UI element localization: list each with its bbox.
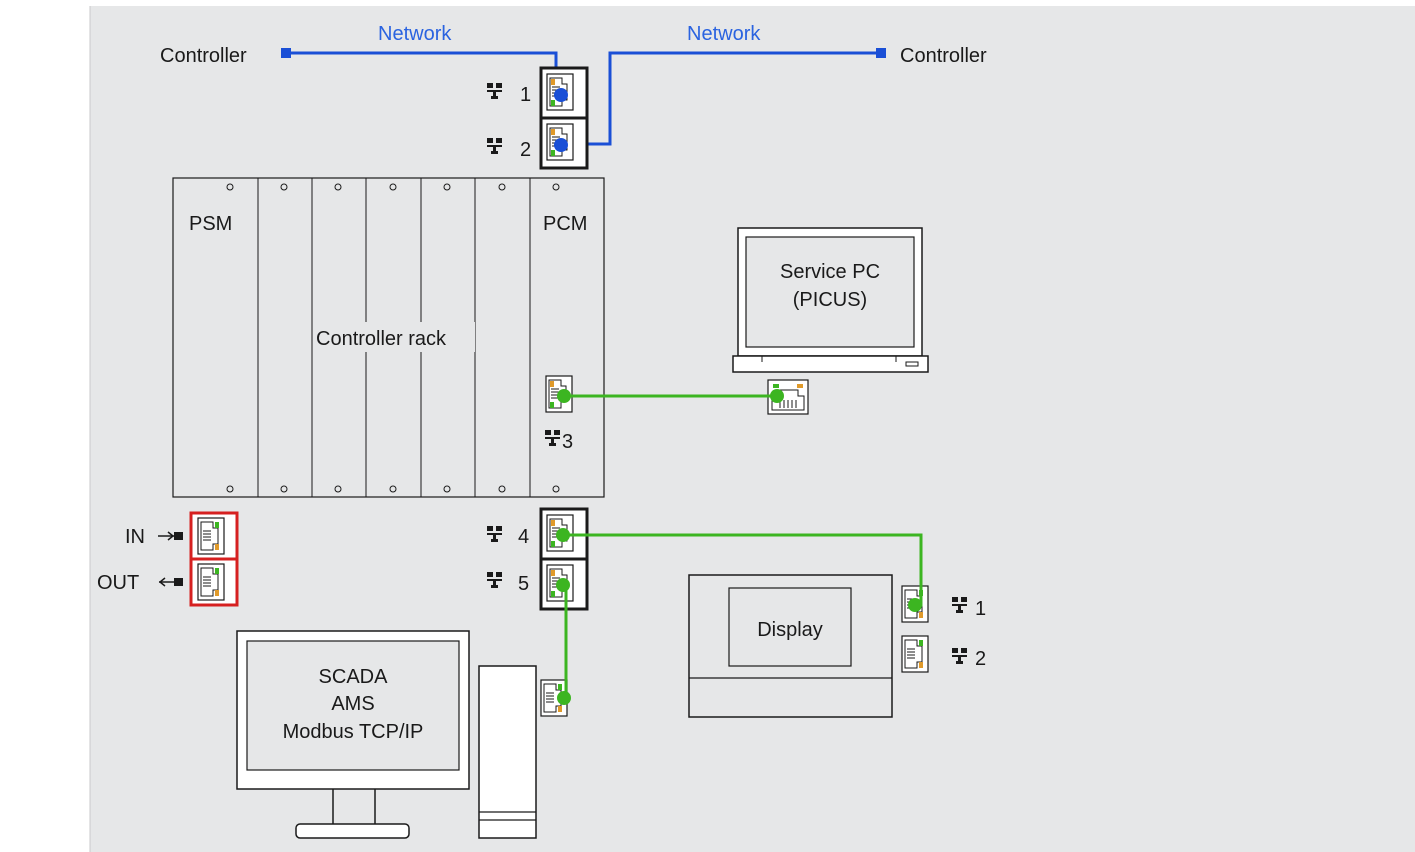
controller-rack-title: Controller rack <box>316 328 447 350</box>
port-2-label: 2 <box>520 139 531 161</box>
ethernet-connection-dot <box>556 528 570 542</box>
arrow-in-icon <box>158 531 183 541</box>
scada-line-2: AMS <box>331 693 374 715</box>
ethernet-connection-dot <box>770 389 784 403</box>
port-4-label: 4 <box>518 526 529 548</box>
scada-line-3: Modbus TCP/IP <box>283 721 424 743</box>
port-3-label: 3 <box>562 431 573 453</box>
left-network-label: Network <box>378 23 452 45</box>
scada-monitor <box>236 630 470 839</box>
display-port-2-label: 2 <box>975 648 986 670</box>
ethernet-port-icon[interactable] <box>901 635 929 673</box>
ethernet-connection-dot <box>557 691 571 705</box>
psm-label: PSM <box>189 213 232 235</box>
out-label: OUT <box>97 572 139 594</box>
ethernet-connection-dot <box>908 598 922 612</box>
left-controller-label: Controller <box>160 45 247 67</box>
ethernet-connection-dot <box>556 578 570 592</box>
port-5-label: 5 <box>518 573 529 595</box>
in-label: IN <box>125 526 145 548</box>
scada-tower <box>478 665 537 839</box>
display-port-1-label: 1 <box>975 598 986 620</box>
service-pc-laptop <box>732 227 929 373</box>
arrow-out-icon <box>158 577 183 587</box>
network-connection-dot <box>554 138 568 152</box>
pcm-label: PCM <box>543 213 587 235</box>
ethernet-port-icon[interactable] <box>197 563 225 601</box>
service-pc-title: Service PC <box>780 261 880 283</box>
right-controller-label: Controller <box>900 45 987 67</box>
ethernet-connection-dot <box>557 389 571 403</box>
rack-title-background <box>313 322 475 352</box>
service-pc-subtitle: (PICUS) <box>793 289 867 311</box>
scada-line-1: SCADA <box>319 666 389 688</box>
display-unit <box>688 574 893 718</box>
ethernet-port-icon[interactable] <box>197 517 225 555</box>
left-controller-node <box>281 48 291 58</box>
right-network-label: Network <box>687 23 761 45</box>
port-1-label: 1 <box>520 84 531 106</box>
right-controller-node <box>876 48 886 58</box>
network-connection-dot <box>554 88 568 102</box>
display-label: Display <box>757 619 823 641</box>
